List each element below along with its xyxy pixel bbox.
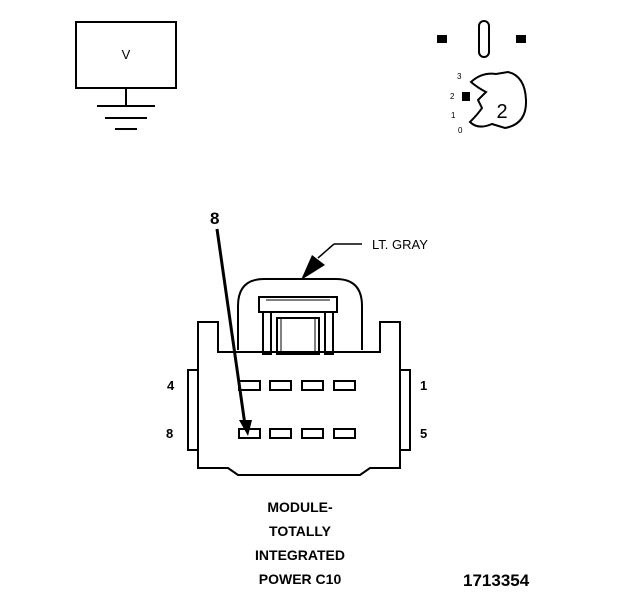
voltmeter-label: V	[122, 47, 131, 62]
leader-arrowhead	[301, 255, 325, 280]
svg-text:1: 1	[451, 111, 456, 120]
voltmeter-symbol: V	[75, 21, 177, 130]
wire-color-callout: LT. GRAY	[301, 237, 428, 280]
probe-slot	[478, 20, 490, 58]
svg-text:0: 0	[458, 126, 463, 135]
svg-text:2: 2	[450, 92, 455, 101]
cavity-pin-4	[238, 380, 261, 391]
terminal-probe-icon: 3 2 1 0 2	[437, 20, 528, 135]
cavity-pin-6	[301, 428, 324, 439]
connector-body	[197, 321, 401, 476]
svg-text:3: 3	[457, 72, 462, 81]
probe-tip	[468, 70, 528, 130]
wire-color-label: LT. GRAY	[372, 237, 428, 252]
title-line-2: TOTALLY	[269, 523, 332, 539]
pin-label-8: 8	[166, 426, 173, 441]
figure-number: 1713354	[463, 571, 530, 590]
ground-icon	[97, 105, 155, 130]
callout-arrowhead	[239, 420, 252, 436]
title-line-1: MODULE-	[267, 499, 333, 515]
cavity-row-bottom	[238, 428, 356, 439]
cavity-pin-1	[333, 380, 356, 391]
probe-scale: 3 2 1 0	[450, 72, 463, 135]
cavity-pin-5	[333, 428, 356, 439]
connector-latch	[237, 278, 363, 350]
title-line-4: POWER C10	[259, 571, 342, 587]
title-line-3: INTEGRATED	[255, 547, 345, 563]
cavity-pin-8	[238, 428, 261, 439]
cavity-row-top	[238, 380, 356, 391]
pin-label-1: 1	[420, 378, 427, 393]
callout-pin-number: 8	[210, 209, 219, 228]
cavity-pin-3	[269, 380, 292, 391]
connector-face: 4 1 8 5	[166, 278, 427, 476]
connector-title: MODULE- TOTALLY INTEGRATED POWER C10	[255, 499, 345, 587]
probe-tip-number: 2	[496, 101, 507, 123]
pin-label-5: 5	[420, 426, 427, 441]
cavity-pin-2	[301, 380, 324, 391]
pin-callout: 8	[210, 209, 252, 436]
cavity-pin-7	[269, 428, 292, 439]
pin-label-4: 4	[167, 378, 175, 393]
